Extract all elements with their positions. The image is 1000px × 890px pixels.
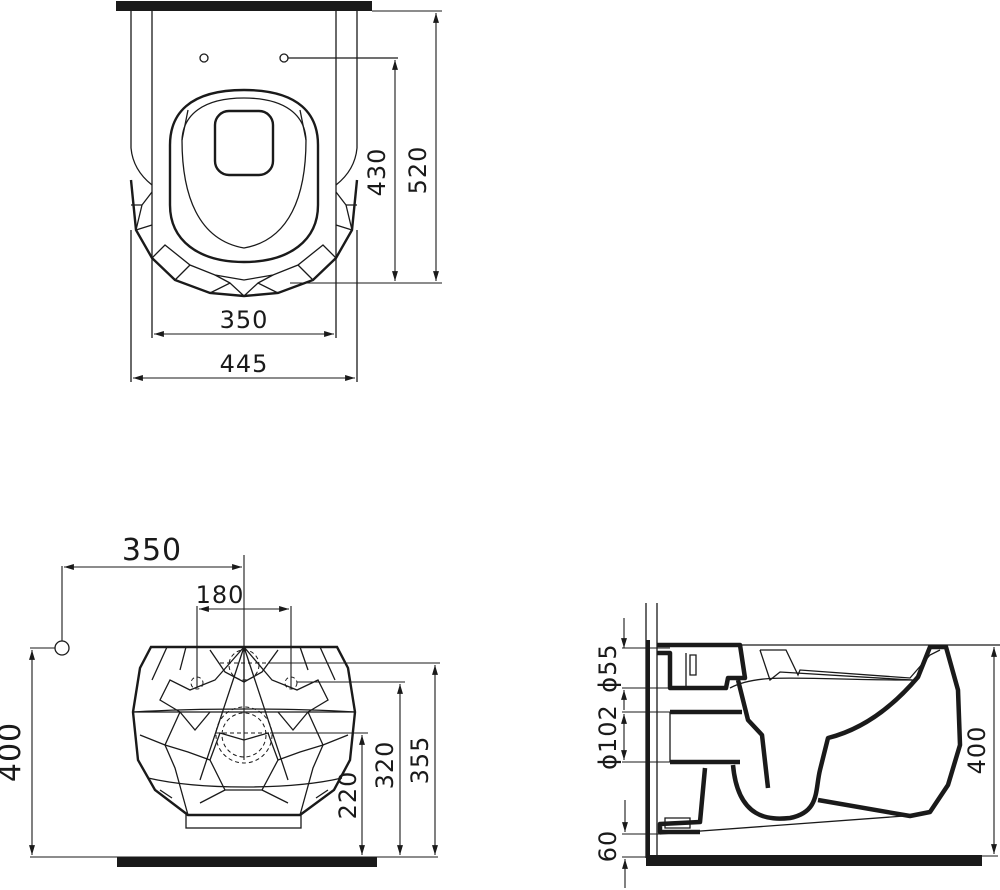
side-view: ϕ55 ϕ102 60 400 (594, 603, 1000, 888)
dim-bottom-clearance: 60 (594, 830, 622, 863)
seat-outline (168, 88, 320, 264)
supply-pipe-icon (54, 640, 70, 656)
dim-supply-height: 400 (0, 722, 28, 782)
dim-inlet-diameter: ϕ55 (594, 643, 622, 692)
dim-depth-fixing: 430 (363, 148, 391, 197)
fixing-hole-icon (279, 53, 289, 63)
bowl-base (185, 814, 302, 829)
floor-side-view (646, 855, 982, 866)
dim-outlet-height: 220 (334, 771, 362, 820)
dim-rim-height: 400 (963, 726, 991, 775)
outlet-dashed-icon (215, 706, 273, 764)
dim-supply-offset: 350 (122, 533, 182, 568)
dim-width-inner: 350 (220, 306, 269, 334)
dim-depth-total: 520 (404, 146, 432, 195)
fixing-hole-icon (199, 53, 209, 63)
dim-fixing-spacing: 180 (196, 581, 245, 609)
trap-wall (735, 679, 771, 789)
dim-fixing-height: 320 (371, 741, 399, 790)
dim-width-outer: 445 (220, 350, 269, 378)
floor-front-view (117, 857, 377, 867)
dim-outlet-diameter: ϕ102 (594, 704, 622, 770)
inlet-dashed-icon (228, 649, 260, 681)
top-view: 430 520 350 445 (116, 1, 442, 382)
wall-top-view (116, 1, 372, 11)
dim-top-height: 355 (406, 736, 434, 785)
bowl-opening (213, 109, 275, 177)
front-view: 350 180 400 220 (0, 533, 440, 867)
